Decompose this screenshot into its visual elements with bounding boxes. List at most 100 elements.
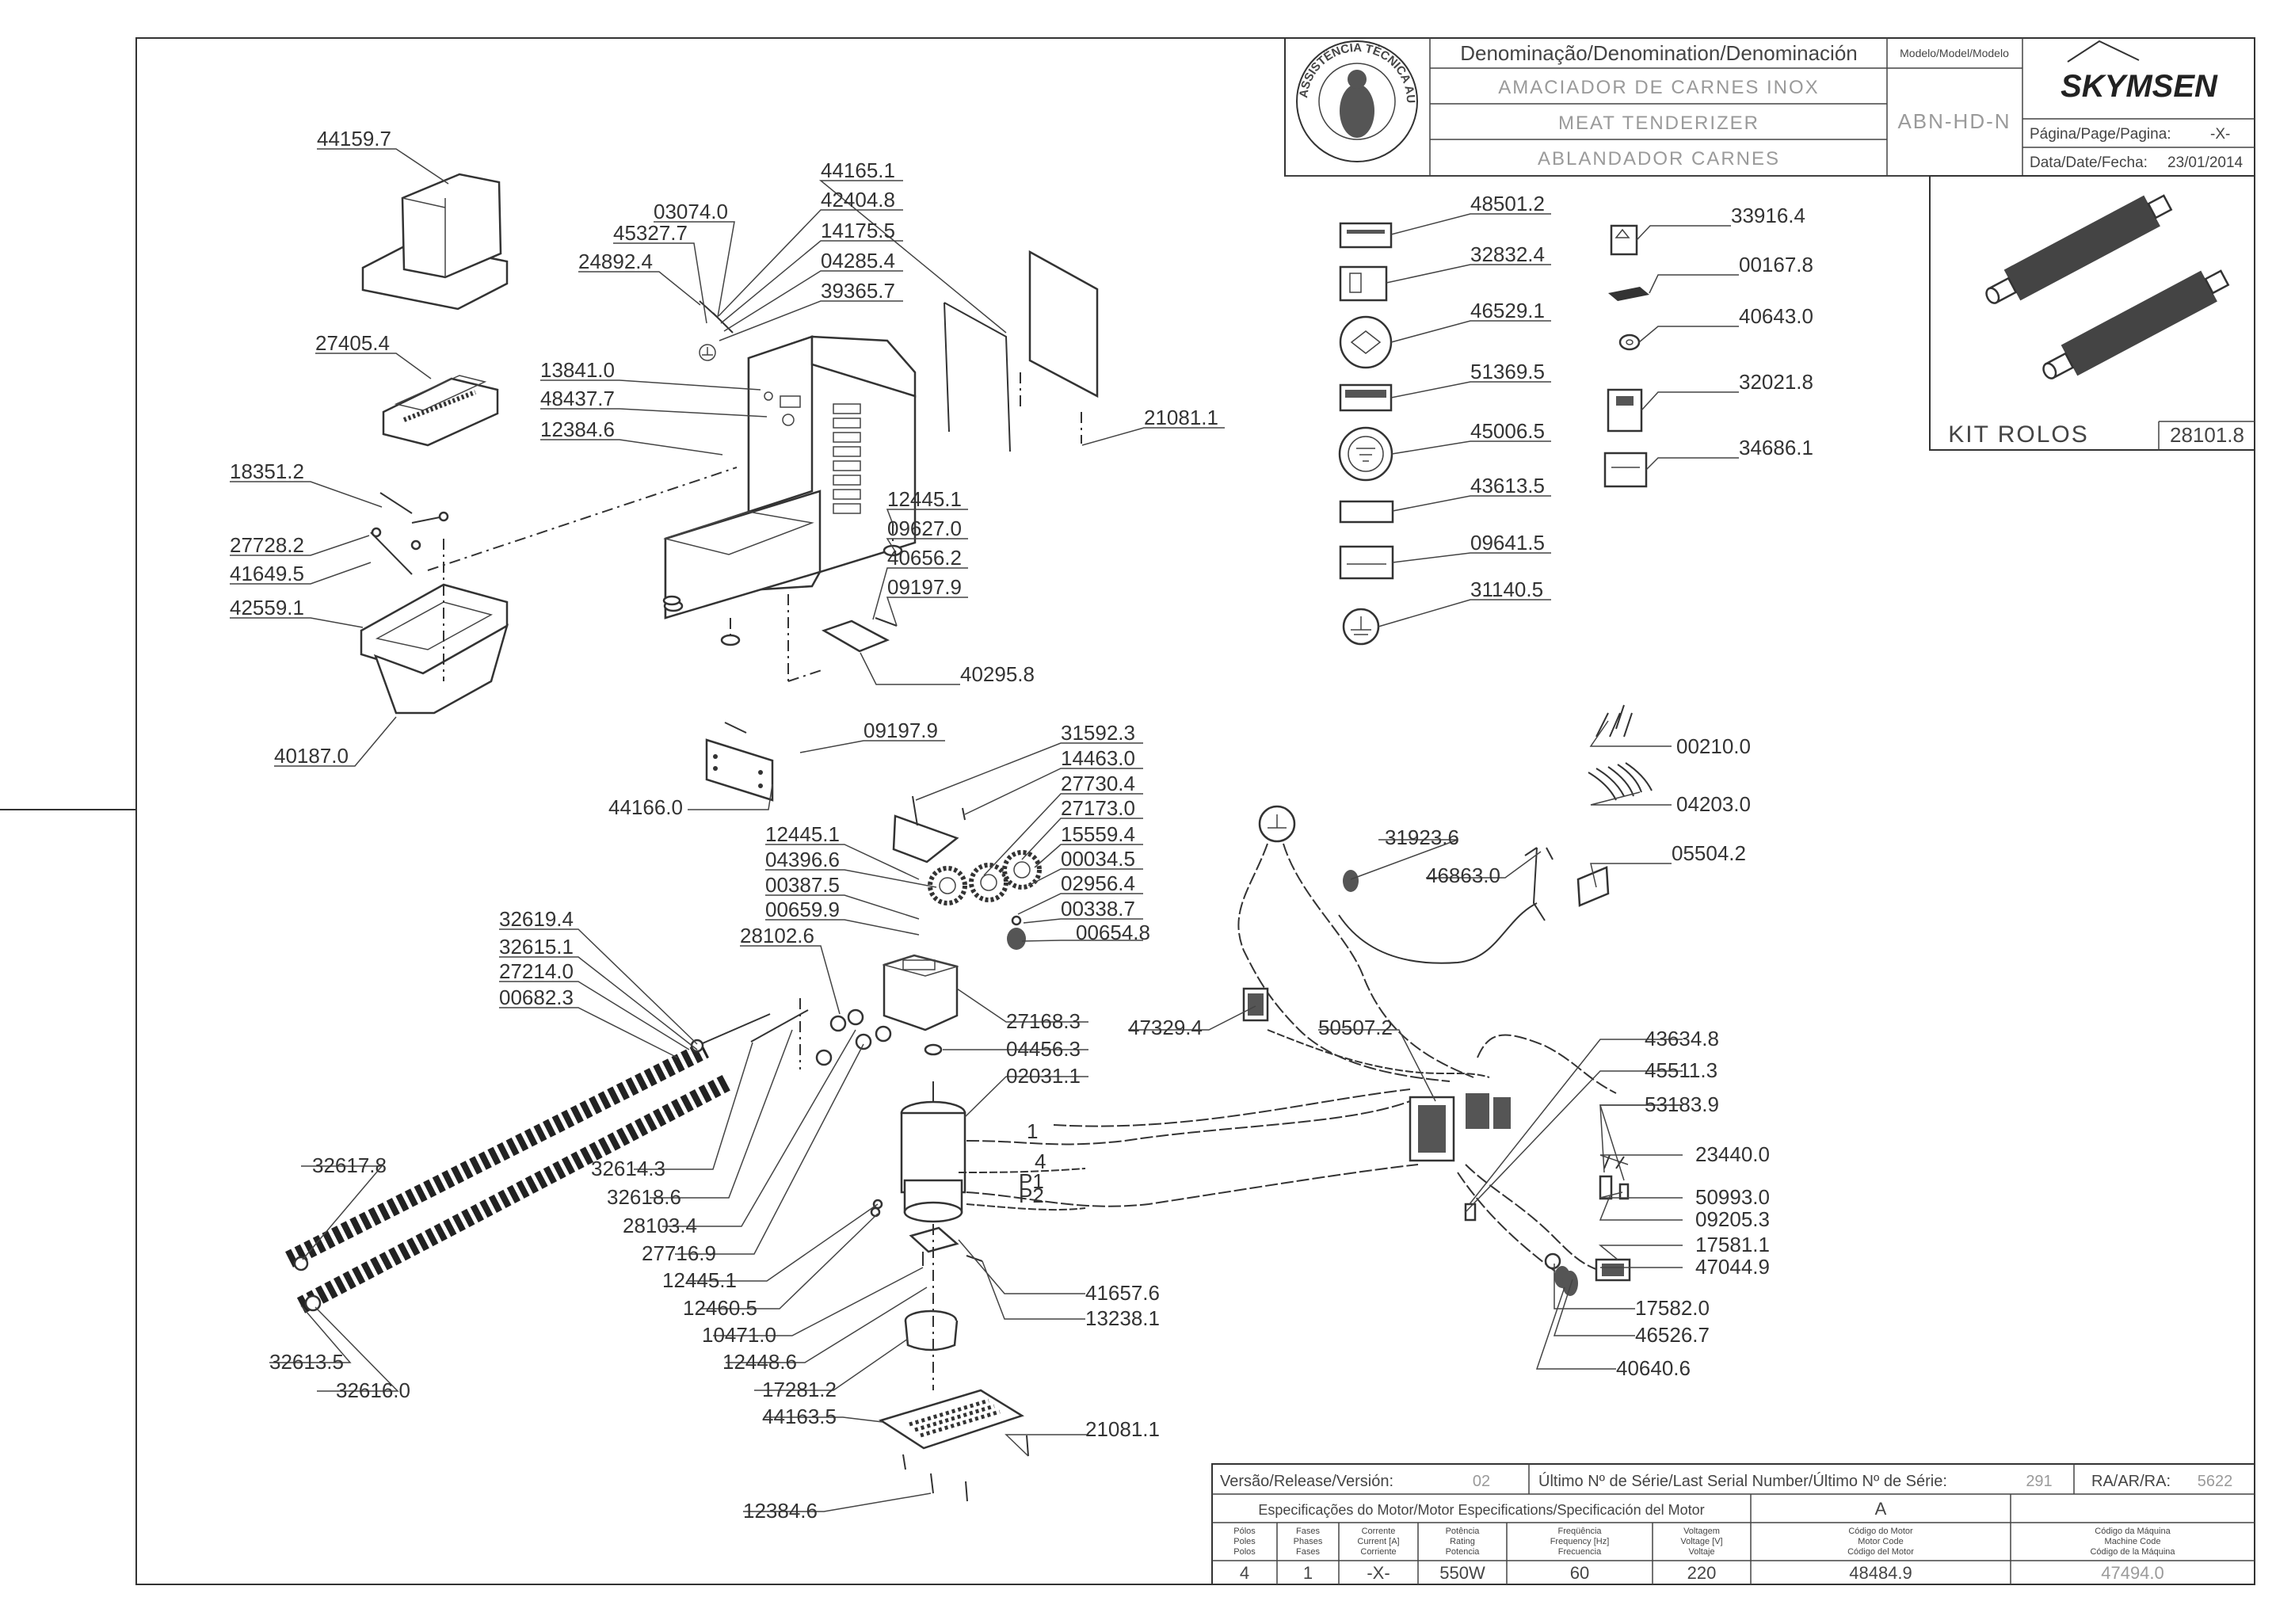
col-head: Fases [1296,1527,1320,1536]
page-label: Página/Page/Pagina: [2030,126,2171,143]
part-label: 40640.6 [1616,1356,1691,1380]
page-value: -X- [2210,126,2230,143]
serial-label: Último Nº de Série/Last Serial Number/Úl… [1538,1472,1947,1490]
back-cover-plate [944,250,1099,452]
kit-rolos-box: KIT ROLOS 28101.8 [1929,175,2255,451]
grill-slots [909,1398,1001,1438]
part-label: 00682.3 [499,985,574,1009]
part-label: 09205.3 [1695,1207,1770,1231]
part-label: 02956.4 [1061,871,1135,895]
electrical-section: 1 4 P1 P2 [958,704,1653,1296]
drawing-frame [135,37,2255,1585]
name-es: ABLANDADOR CARNES [1538,148,1780,170]
part-label: 41649.5 [230,562,304,585]
kit-code: 28101.8 [2170,423,2244,447]
part-label: 53183.9 [1645,1092,1719,1116]
brand-logo: SKYMSEN [2061,40,2218,104]
part-label: 14463.0 [1061,746,1135,770]
part-label: 12448.6 [722,1350,797,1374]
part-label: 43634.8 [1645,1027,1719,1050]
main-housing [663,335,917,619]
vent-slots [833,403,861,514]
part-label: 47044.9 [1695,1255,1770,1279]
ra-value: 5622 [2198,1473,2233,1490]
gear-icon [1002,850,1042,890]
part-label: 44159.7 [317,127,391,151]
part-label: 27173.0 [1061,796,1135,820]
part-label: 00659.9 [765,898,840,921]
part-label: 44163.5 [762,1405,837,1428]
part-label: 12384.6 [743,1499,818,1523]
part-label: 40656.2 [887,546,962,570]
part-label: 31140.5 [1470,578,1543,601]
part-label: 42559.1 [230,596,304,619]
part-label: 00034.5 [1061,847,1135,871]
part-label: 21081.1 [1085,1417,1160,1441]
col-head: Rating [1450,1537,1475,1546]
svg-text:ASSISTÊNCIA TÉCNICA AUTORIZADA: ASSISTÊNCIA TÉCNICA AUTORIZADA [0,0,1417,104]
part-label: 00167.8 [1739,253,1813,276]
wire-label: P1 [1019,1169,1044,1193]
gear-icon [928,866,967,905]
part-label: 39365.7 [821,279,895,303]
part-label: 05504.2 [1672,841,1746,865]
part-label: 04203.0 [1676,792,1751,816]
part-label: 31923.6 [1385,825,1459,849]
feet [662,523,903,646]
part-label: 04285.4 [821,249,895,273]
gearbox-assembly [696,722,1042,1502]
wire-label: P2 [1019,1184,1044,1207]
pusher-part [382,375,499,447]
part-label: 17582.0 [1635,1296,1710,1320]
col-head: Corrente [1362,1527,1396,1536]
col-head: Voltaje [1688,1547,1714,1557]
part-label: 34686.1 [1739,436,1813,459]
wire-label: 4 [1035,1149,1046,1173]
roller-stack [285,1039,734,1313]
part-label: 44166.0 [608,795,683,819]
terminal-block [1409,1093,1511,1162]
part-label: 18351.2 [230,459,304,483]
part-label: 12445.1 [765,822,840,846]
part-label: 32614.3 [591,1157,665,1180]
model-value: ABN-HD-N [1897,109,2011,133]
gear-icon [969,863,1008,902]
col-value: 220 [1687,1563,1717,1583]
part-label: 48501.2 [1470,192,1545,215]
name-pt: AMACIADOR DE CARNES INOX [1498,77,1819,98]
col-value: 1 [1303,1563,1313,1583]
label-icons [1338,222,1649,646]
part-label: 40295.8 [960,662,1035,686]
hopper-part [360,583,509,715]
part-label: 46529.1 [1470,299,1545,322]
col-head: Código del Motor [1847,1547,1914,1557]
plug-icon [1343,870,1359,892]
col-head: Código do Motor [1848,1527,1913,1536]
part-label: 27168.3 [1006,1009,1081,1033]
motor-icon [900,1081,966,1223]
leader-lines [230,148,1739,1512]
part-label: 27405.4 [315,331,390,355]
part-label: 50507.2 [1318,1016,1393,1039]
part-label: 47329.4 [1128,1016,1203,1039]
model-header: Modelo/Model/Modelo [1900,47,2009,59]
part-label: 12445.1 [662,1268,737,1292]
col-head: Pólos [1233,1527,1256,1536]
part-label: 32021.8 [1739,370,1813,394]
part-label: 00338.7 [1061,897,1135,921]
motor-spec-header: Especificações do Motor/Motor Especifica… [1258,1502,1704,1518]
part-label: 13238.1 [1085,1306,1160,1330]
part-label: 09197.9 [863,719,938,742]
part-label: 42404.8 [821,188,895,212]
ground-icon [699,344,716,361]
col-value: 4 [1240,1563,1249,1583]
part-label: 12445.1 [887,487,962,511]
part-label: 48437.7 [540,387,615,410]
part-label: 00387.5 [765,873,840,897]
part-label: 04396.6 [765,848,840,871]
switch-icon [1595,1258,1631,1282]
part-label: 15559.4 [1061,822,1135,846]
col-head: Potencia [1446,1547,1481,1557]
col-head: Polos [1233,1547,1256,1557]
